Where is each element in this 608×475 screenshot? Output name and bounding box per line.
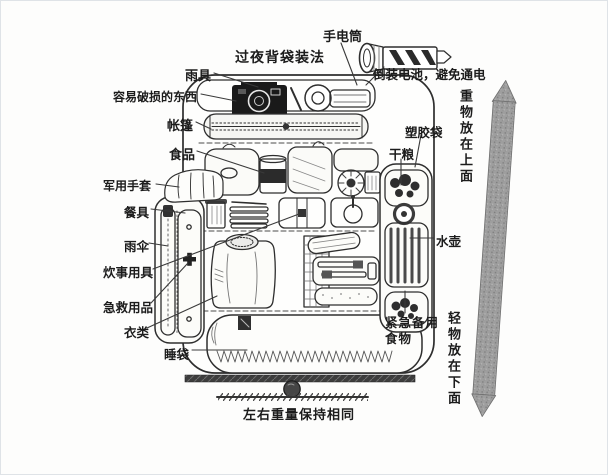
- lunch-box-sketch: [278, 197, 326, 229]
- label-first-aid-supplies: 急救用品: [103, 301, 154, 315]
- label-fragile-items: 容易破损的东西: [113, 90, 198, 104]
- tent-roll-sketch: [203, 113, 369, 140]
- label-emergency-food: 紧急备用食物: [385, 316, 440, 347]
- label-flashlight: 手电筒: [323, 29, 363, 44]
- utensil-items-sketch: [205, 195, 379, 229]
- right-side-pocket: [379, 163, 433, 333]
- pen-sketch: [290, 87, 302, 111]
- label-clothing: 衣类: [124, 326, 150, 340]
- label-light-on-bottom: 轻物放在下面: [446, 311, 461, 407]
- balance-sketch: [184, 374, 416, 401]
- label-sleeping-bag: 睡袋: [164, 348, 190, 362]
- label-food: 食品: [169, 147, 196, 162]
- packed-flashlight-sketch: [304, 84, 371, 112]
- sponge-sketch: [314, 287, 378, 306]
- camera-sketch: [232, 82, 287, 118]
- food-items-sketch: [204, 141, 381, 197]
- weight-order-arrow: [471, 80, 517, 417]
- leader-lines: [146, 42, 435, 351]
- plate-stack-sketch: [229, 201, 269, 229]
- label-water-bottle: 水壶: [436, 235, 462, 249]
- label-tent: 帐篷: [167, 118, 194, 133]
- label-rain-gear: 雨具: [185, 68, 212, 83]
- towel-roll-sketch: [307, 231, 361, 255]
- label-balance-note: 左右重量保持相同: [243, 407, 356, 422]
- label-dry-rations: 干粮: [389, 148, 415, 162]
- label-cooking-utensils: 炊事用具: [103, 266, 154, 280]
- top-flap-pocket: [196, 79, 376, 118]
- flashlight-detail-sketch: [358, 42, 452, 74]
- label-battery-note: 倒装电池，避免通电: [373, 68, 486, 82]
- label-heavy-on-top: 重物放在上面: [458, 89, 473, 185]
- clothes-sketch: [210, 231, 380, 309]
- sleeping-bag-sketch: [206, 314, 423, 374]
- label-plastic-bag: 塑胶袋: [405, 126, 443, 140]
- diagram-title: 过夜背袋装法: [235, 49, 325, 65]
- toiletry-kit-sketch: [312, 256, 380, 286]
- label-military-gloves: 军用手套: [103, 179, 152, 193]
- label-tableware: 餐具: [124, 206, 150, 220]
- stove-sketch: [330, 195, 379, 228]
- label-umbrella: 雨伞: [124, 240, 150, 254]
- water-bottle-sketch: [384, 202, 429, 288]
